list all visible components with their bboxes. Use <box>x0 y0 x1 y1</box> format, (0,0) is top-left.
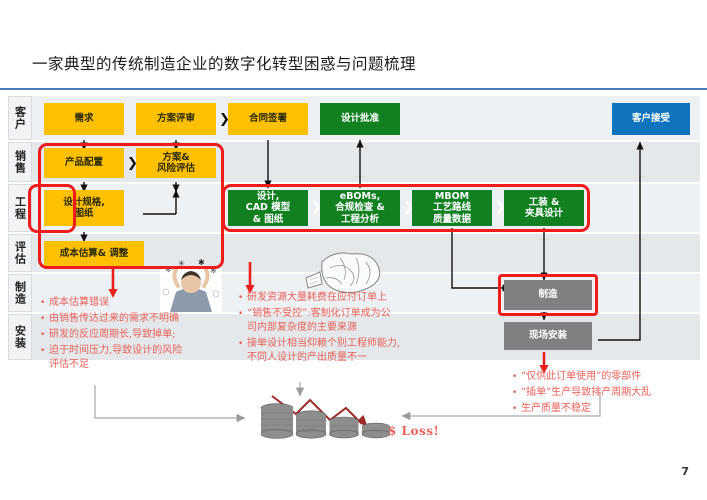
mbom-line2: 工艺路线 <box>432 202 471 214</box>
bullet-icon: • <box>40 298 46 308</box>
issue-right-text-3: 生产质量不稳定 <box>521 403 591 414</box>
swimlane-label-manufacturing-text: 制造 <box>13 281 27 305</box>
issue-middle-text-5: 不同人设计的产出质量不一 <box>247 352 367 363</box>
ebom-line3: 工程分析 <box>340 213 379 225</box>
issue-left-item-1: • 成本估算错误 <box>40 296 240 310</box>
issue-left-text-1: 成本估算错误 <box>49 297 109 308</box>
chevron-icon-eng-1: ❯ <box>311 200 322 215</box>
swimlane-label-evaluation: 评估 <box>8 234 32 272</box>
process-box-proposal-risk-assessment[interactable]: 方案& 风险评估 <box>136 148 216 178</box>
svg-text:✱: ✱ <box>198 258 205 267</box>
swimlane-label-sales: 销售 <box>8 142 32 182</box>
svg-text:※: ※ <box>210 266 217 275</box>
swimlane-label-evaluation-text: 评估 <box>13 241 27 265</box>
ebom-line1: eBOMs, <box>339 191 381 203</box>
swimlane-label-manufacturing: 制造 <box>8 274 32 312</box>
issue-middle-item-2: • “销售不受控”:客制化订单成为公 司内部复杂度的主要来源 <box>238 307 463 335</box>
swimlane-label-customer-text: 客户 <box>13 106 27 130</box>
issue-middle-text-2-wrap: “销售不受控”:客制化订单成为公 司内部复杂度的主要来源 <box>247 307 391 335</box>
brain-sketch-illustration <box>305 252 381 294</box>
issue-right-item-2: • “插单”生产导致排产周期大乱 <box>512 386 702 400</box>
issues-left-group: • 成本估算错误 • 由销售传达过来的需求不明确 • 研发的反应周期长,导致掉单… <box>40 296 240 374</box>
issue-left-text-3: 研发的反应周期长,导致掉单; <box>49 329 176 340</box>
issue-middle-item-3: • 接单设计相当仰赖个别工程师能力, 不同人设计的产出质量不一 <box>238 337 463 365</box>
issue-right-item-1: • “仅供此订单使用”的零部件 <box>512 370 702 384</box>
svg-text:※: ※ <box>165 265 172 274</box>
issue-right-item-3: • 生产质量不稳定 <box>512 402 702 416</box>
issue-left-text-2: 由销售传达过来的需求不明确 <box>49 313 179 324</box>
swimlane-label-sales-text: 销售 <box>13 150 27 174</box>
issue-middle-text-1: 研发资源大量耗费在应付订单上 <box>247 292 387 303</box>
chevron-icon-sales-1: ❯ <box>127 156 138 171</box>
process-box-cost-estimation[interactable]: 成本估算& 调整 <box>44 241 144 267</box>
issues-middle-group: • 研发资源大量耗费在应付订单上 • “销售不受控”:客制化订单成为公 司内部复… <box>238 291 463 367</box>
issue-left-text-5: 评估不足 <box>49 359 89 370</box>
swimlane-label-installation-text: 安装 <box>13 325 27 349</box>
bullet-icon: • <box>512 404 518 414</box>
bullet-icon: • <box>512 388 518 398</box>
proposal-risk-line1: 方案& <box>162 151 190 163</box>
process-box-design-spec-drawing[interactable]: 设计规格, 图纸 <box>44 190 124 226</box>
cad-design-line1: 设计, <box>256 191 280 203</box>
bullet-icon: • <box>40 314 46 324</box>
swimlane-label-customer: 客户 <box>8 96 32 140</box>
issue-left-item-2: • 由销售传达过来的需求不明确 <box>40 312 240 326</box>
issue-middle-text-4: 接单设计相当仰赖个别工程师能力, <box>247 338 401 349</box>
design-spec-line1: 设计规格, <box>63 196 105 208</box>
issue-middle-text-4-wrap: 接单设计相当仰赖个别工程师能力, 不同人设计的产出质量不一 <box>247 337 400 365</box>
tooling-line1: 工装 & <box>528 196 560 208</box>
process-box-site-installation[interactable]: 现场安装 <box>504 322 592 350</box>
process-box-proposal-review[interactable]: 方案评审 <box>136 103 216 135</box>
swimlane-label-installation: 安装 <box>8 314 32 360</box>
chevron-icon-customer-1: ❯ <box>219 112 230 127</box>
process-box-manufacturing[interactable]: 制造 <box>504 280 592 310</box>
swimlane-label-engineering-text: 工程 <box>13 196 27 220</box>
issue-left-item-3: • 研发的反应周期长,导致掉单; <box>40 328 240 342</box>
bullet-icon: • <box>40 346 46 356</box>
mbom-line1: MBOM <box>434 191 470 203</box>
svg-text:✳: ✳ <box>178 259 185 268</box>
issue-middle-text-3: 司内部复杂度的主要来源 <box>247 322 357 333</box>
cad-design-line3: & 图纸 <box>252 213 284 225</box>
title-divider <box>0 88 707 90</box>
issue-left-text-4-wrap: 迫于时间压力,导致设计的风险 评估不足 <box>49 344 182 372</box>
proposal-risk-line2: 风险评估 <box>156 163 195 174</box>
bullet-icon: • <box>238 293 244 303</box>
bullet-icon: • <box>40 330 46 340</box>
cad-design-line2: CAD 模型 <box>245 202 291 214</box>
bullet-icon: • <box>512 372 518 382</box>
ebom-line2: 合规检查 & <box>335 202 385 214</box>
coin-stack-graphic <box>260 403 391 439</box>
issue-left-text-4: 迫于时间压力,导致设计的风险 <box>49 345 183 356</box>
design-spec-line2: 图纸 <box>74 208 94 219</box>
page-number: 7 <box>681 465 689 478</box>
chevron-icon-eng-3: ❯ <box>495 200 506 215</box>
process-box-tooling-fixture[interactable]: 工装 & 夹具设计 <box>504 190 584 226</box>
process-box-cad-design[interactable]: 设计, CAD 模型 & 图纸 <box>228 190 308 226</box>
issue-middle-text-2: “销售不受控”:客制化订单成为公 <box>247 308 391 319</box>
issues-right-group: • “仅供此订单使用”的零部件 • “插单”生产导致排产周期大乱 • 生产质量不… <box>512 370 702 418</box>
bullet-icon: • <box>238 339 244 349</box>
tooling-line2: 夹具设计 <box>524 208 563 219</box>
process-box-requirement[interactable]: 需求 <box>44 103 124 135</box>
issue-right-text-1: “仅供此订单使用”的零部件 <box>521 371 642 382</box>
process-box-mbom-routing[interactable]: MBOM 工艺路线 质量数据 <box>412 190 492 226</box>
process-box-ebom-compliance[interactable]: eBOMs, 合规检查 & 工程分析 <box>320 190 400 226</box>
page-title: 一家典型的传统制造企业的数字化转型困惑与问题梳理 <box>32 55 417 73</box>
loss-label: $ Loss! <box>388 424 440 438</box>
process-box-design-approval[interactable]: 设计批准 <box>320 103 400 135</box>
issue-middle-item-1: • 研发资源大量耗费在应付订单上 <box>238 291 463 305</box>
bullet-icon: • <box>238 309 244 319</box>
frustrated-person-illustration: ※ ✳ ✱ ※ <box>160 258 222 312</box>
process-box-customer-acceptance[interactable]: 客户接受 <box>612 103 690 135</box>
issue-left-item-4: • 迫于时间压力,导致设计的风险 评估不足 <box>40 344 240 372</box>
mbom-line3: 质量数据 <box>432 213 471 225</box>
process-box-product-configuration[interactable]: 产品配置 <box>44 148 124 178</box>
issue-right-text-2: “插单”生产导致排产周期大乱 <box>521 387 652 398</box>
process-box-contract-signing[interactable]: 合同签署 <box>228 103 308 135</box>
chevron-icon-eng-2: ❯ <box>403 200 414 215</box>
